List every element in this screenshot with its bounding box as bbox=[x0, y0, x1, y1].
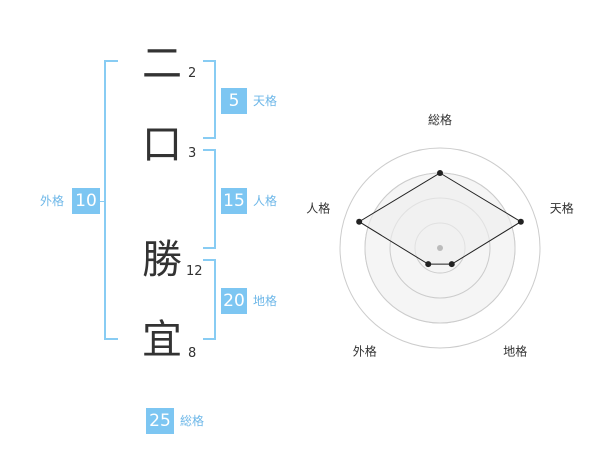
gaikaku-label: 外格 bbox=[40, 194, 65, 208]
tenkaku-bracket bbox=[203, 60, 216, 139]
radar-value-polygon bbox=[358, 172, 522, 265]
radar-point bbox=[356, 218, 363, 225]
jinkaku-value: 15 bbox=[221, 188, 247, 214]
stroke-count-3: 12 bbox=[186, 264, 203, 279]
jinkaku-bracket bbox=[203, 149, 216, 249]
radar-axis-label: 外格 bbox=[353, 344, 377, 359]
soukaku-value: 25 bbox=[146, 408, 174, 434]
tenkaku-label: 天格 bbox=[253, 94, 278, 108]
radar-point bbox=[448, 261, 455, 268]
chikaku-label: 地格 bbox=[253, 294, 278, 308]
stroke-count-2: 3 bbox=[188, 146, 197, 161]
soukaku-label: 総格 bbox=[180, 414, 205, 428]
name-char-4: 宜 bbox=[142, 317, 182, 363]
chikaku-value: 20 bbox=[221, 288, 247, 314]
gaikaku-bracket bbox=[104, 60, 118, 340]
radar-center-dot bbox=[437, 245, 443, 251]
radar-axis-label: 人格 bbox=[306, 200, 330, 215]
radar-point bbox=[437, 170, 443, 176]
radar-point bbox=[517, 218, 524, 225]
radar-grid-ring bbox=[339, 147, 541, 349]
gaikaku-value: 10 bbox=[72, 188, 100, 214]
name-char-2: 口 bbox=[142, 122, 182, 168]
radar-axis-label: 地格 bbox=[503, 344, 527, 359]
radar-axis-label: 総格 bbox=[428, 112, 452, 127]
radar-point bbox=[425, 261, 432, 268]
gaikaku-connector bbox=[98, 201, 104, 202]
name-char-3: 勝 bbox=[142, 237, 182, 283]
name-char-1: 二 bbox=[142, 41, 182, 87]
jinkaku-label: 人格 bbox=[253, 194, 278, 208]
chikaku-bracket bbox=[203, 259, 216, 340]
stroke-count-1: 2 bbox=[188, 66, 197, 81]
tenkaku-value: 5 bbox=[221, 88, 247, 114]
stroke-count-4: 8 bbox=[188, 346, 197, 361]
radar-axis-label: 天格 bbox=[550, 200, 574, 215]
